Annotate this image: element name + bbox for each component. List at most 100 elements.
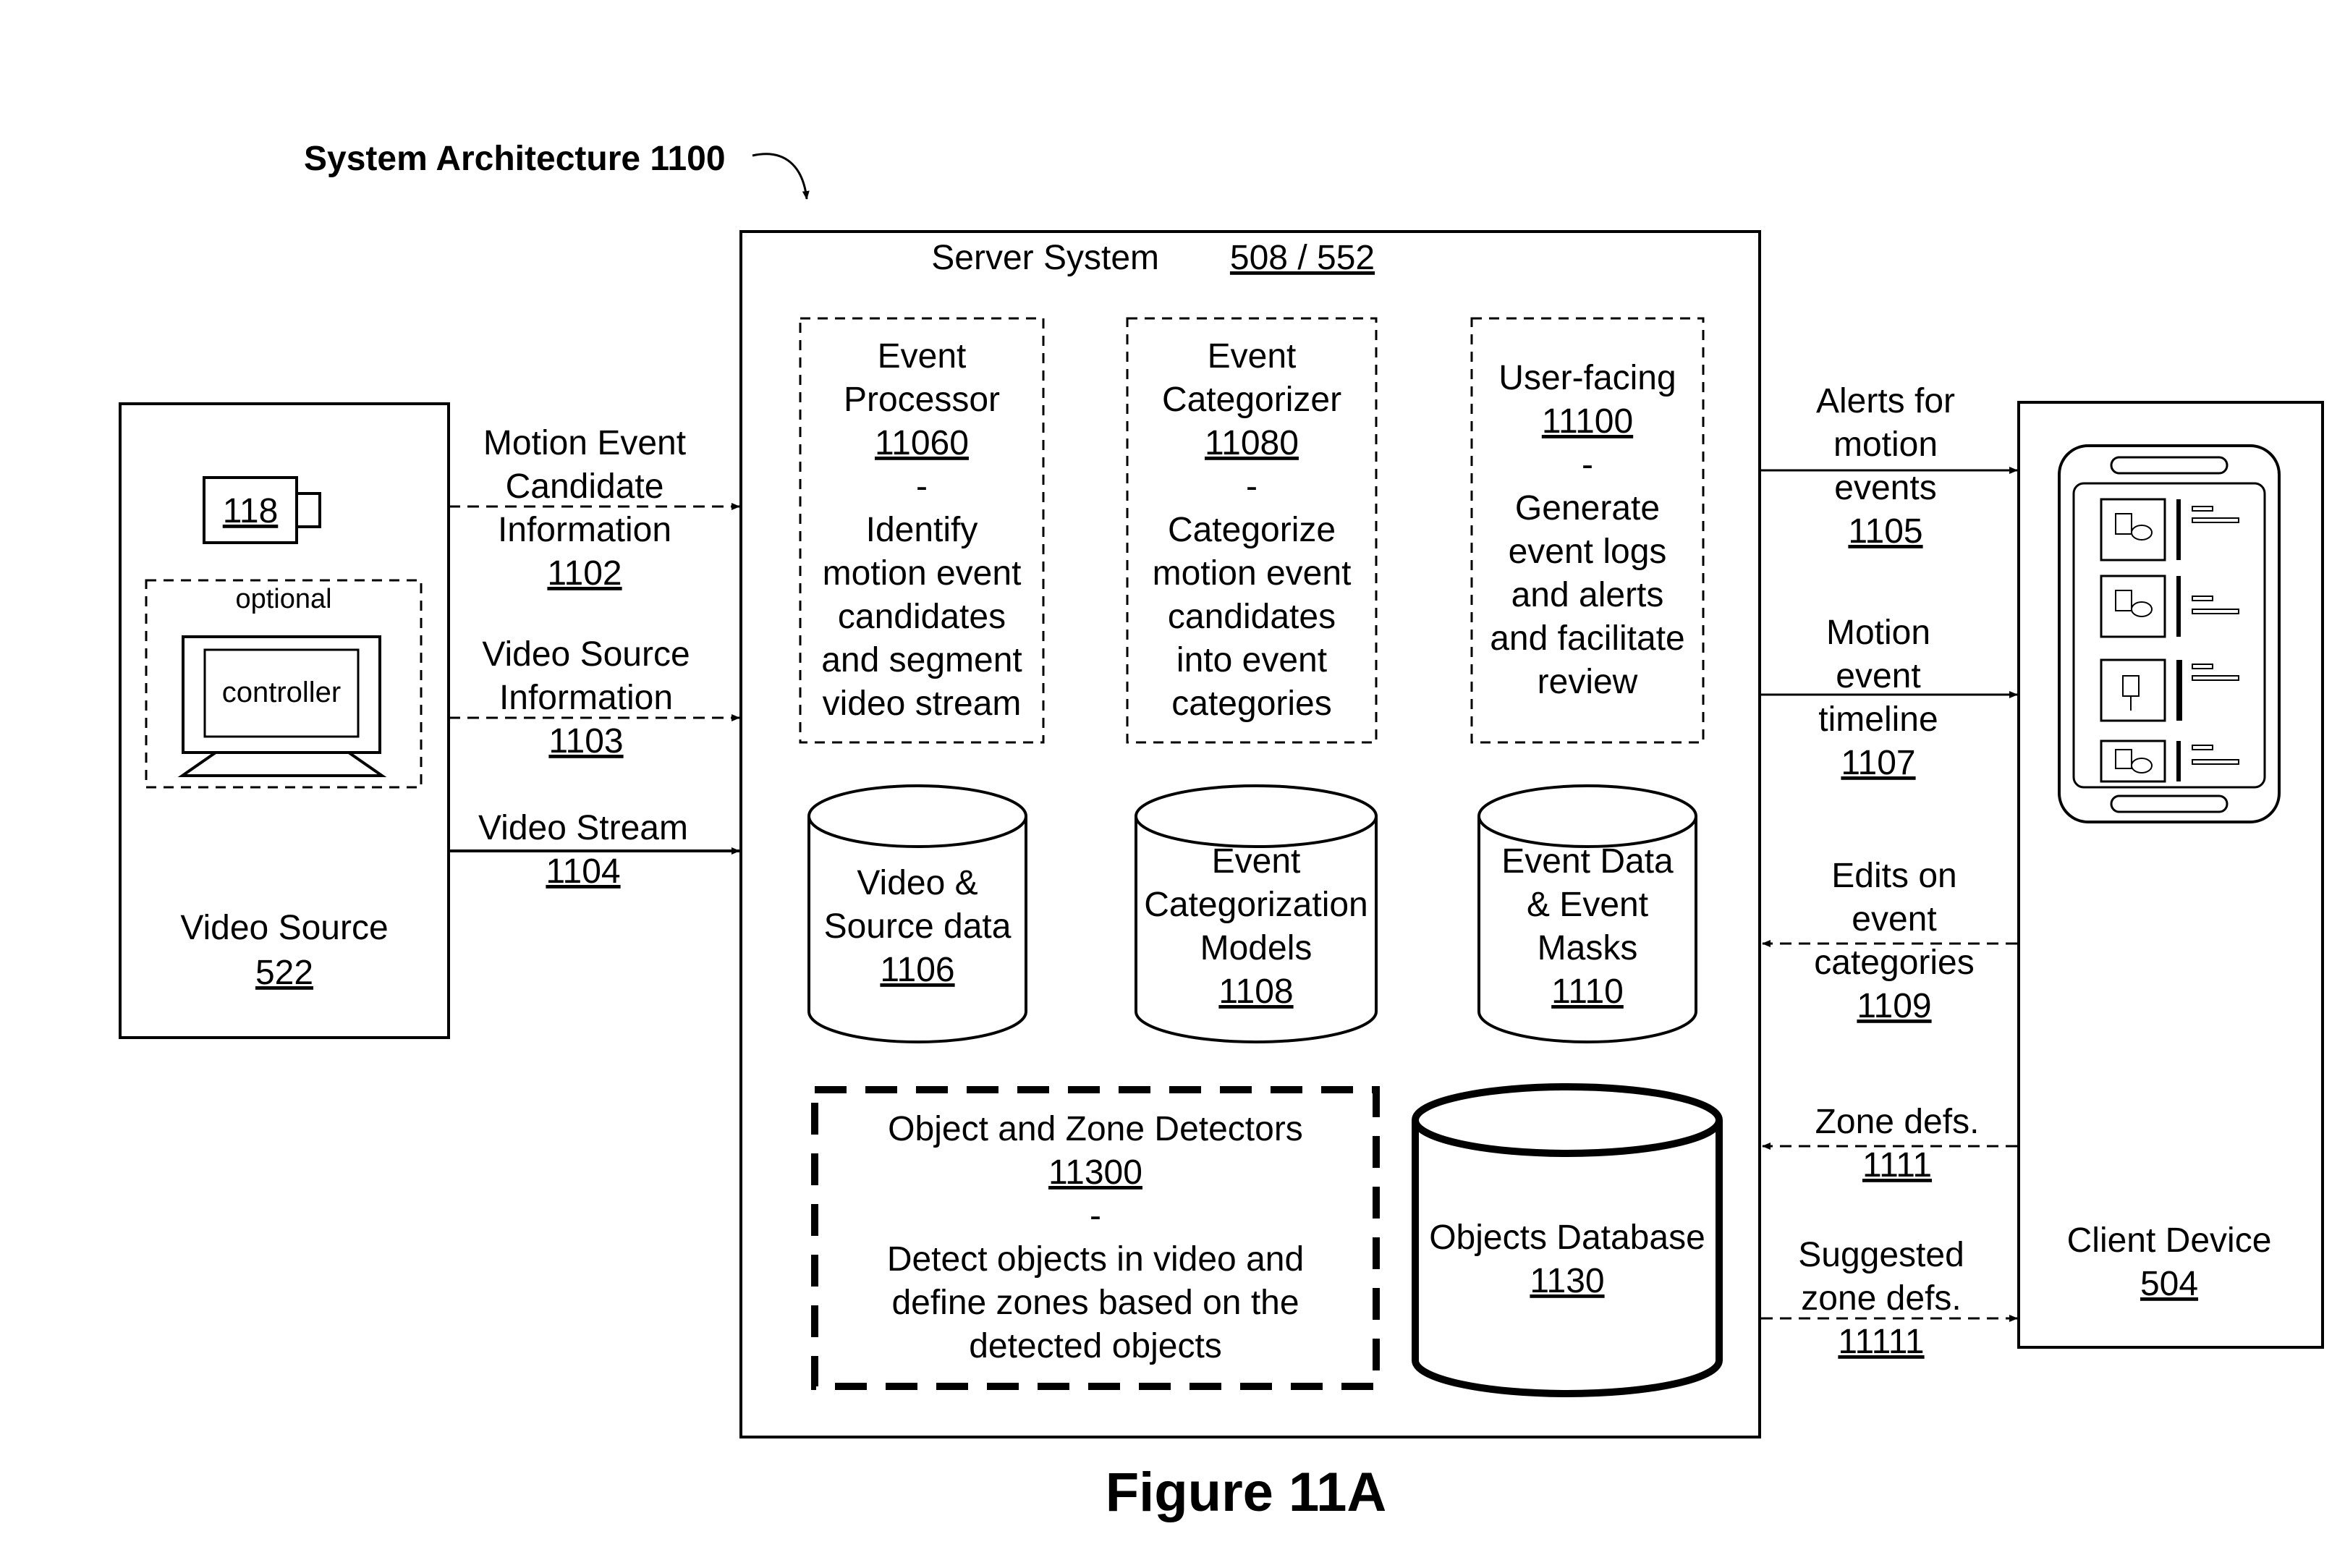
svg-text:-: - (1582, 446, 1593, 484)
svg-text:Event Data: Event Data (1501, 842, 1674, 881)
objects-database-cylinder: Objects Database 1130 (1415, 1087, 1719, 1394)
svg-text:11080: 11080 (1205, 424, 1299, 462)
camera-ref: 118 (223, 492, 279, 530)
video-source-box: 118 optional controller Video Source 522 (120, 404, 449, 1038)
svg-text:Motion Event: Motion Event (483, 424, 686, 462)
event-categorizer-box: Event Categorizer 11080 - Categorize mot… (1127, 318, 1376, 742)
svg-text:Video &: Video & (857, 864, 978, 902)
svg-text:1109: 1109 (1857, 987, 1931, 1025)
client-device-ref: 504 (2140, 1265, 2198, 1303)
svg-text:into event: into event (1176, 641, 1327, 679)
right-flow-zone-defs: Zone defs. 1111 (1763, 1103, 2017, 1185)
svg-text:1102: 1102 (547, 554, 622, 593)
title-pointer-arrow (752, 154, 807, 199)
svg-text:Suggested: Suggested (1798, 1236, 1964, 1274)
svg-text:categories: categories (1171, 685, 1331, 723)
video-source-name: Video Source (180, 909, 388, 947)
svg-text:video stream: video stream (823, 685, 1022, 723)
svg-text:candidates: candidates (838, 598, 1006, 636)
server-ref: 508 / 552 (1230, 239, 1375, 277)
client-device-box: Client Device 504 (2019, 402, 2323, 1347)
phone-bottom-bar-icon (2111, 796, 2227, 812)
svg-text:1108: 1108 (1218, 972, 1293, 1011)
svg-text:and alerts: and alerts (1511, 576, 1664, 614)
svg-text:detected objects: detected objects (969, 1327, 1222, 1365)
svg-text:Event: Event (878, 337, 967, 376)
svg-text:Motion: Motion (1826, 614, 1930, 652)
svg-text:Video Source: Video Source (482, 635, 690, 674)
svg-text:Candidate: Candidate (506, 467, 664, 506)
svg-text:1107: 1107 (1841, 744, 1915, 782)
svg-text:timeline: timeline (1818, 700, 1938, 739)
svg-text:Objects Database: Objects Database (1429, 1219, 1705, 1257)
svg-text:Source data: Source data (824, 907, 1012, 946)
client-device-name: Client Device (2067, 1221, 2272, 1260)
object-zone-detectors-box: Object and Zone Detectors 11300 - Detect… (815, 1090, 1376, 1386)
svg-text:11060: 11060 (875, 424, 969, 462)
svg-text:11111: 11111 (1838, 1323, 1924, 1361)
event-categorization-models-cylinder: Event Categorization Models 1108 (1136, 786, 1376, 1042)
svg-text:-: - (1090, 1197, 1101, 1235)
svg-text:motion event: motion event (1153, 554, 1352, 593)
svg-text:event: event (1852, 900, 1936, 938)
svg-text:1105: 1105 (1848, 512, 1922, 551)
svg-text:event logs: event logs (1509, 533, 1667, 571)
svg-text:User-facing: User-facing (1498, 359, 1676, 397)
svg-text:1103: 1103 (548, 722, 623, 760)
svg-text:Object and Zone Detectors: Object and Zone Detectors (888, 1110, 1303, 1148)
svg-text:Identify: Identify (866, 511, 978, 549)
svg-text:event: event (1836, 657, 1920, 695)
svg-text:motion: motion (1833, 425, 1938, 464)
svg-text:Processor: Processor (844, 381, 1000, 419)
svg-text:-: - (916, 467, 928, 506)
svg-text:Event: Event (1208, 337, 1297, 376)
svg-text:Event: Event (1212, 842, 1301, 881)
phone-timeline-row-1 (2101, 499, 2239, 560)
system-architecture-title: System Architecture 1100 (304, 140, 726, 178)
left-flow-motion-event: Motion Event Candidate Information 1102 (449, 424, 739, 593)
server-title: Server System (931, 239, 1159, 277)
left-flow-video-source-info: Video Source Information 1103 (449, 635, 739, 760)
svg-text:events: events (1834, 469, 1936, 507)
svg-text:zone defs.: zone defs. (1801, 1279, 1961, 1318)
svg-text:Alerts for: Alerts for (1816, 382, 1955, 420)
svg-text:Categorization: Categorization (1144, 886, 1368, 924)
right-flow-timeline: Motion event timeline 1107 (1761, 614, 2017, 782)
svg-text:1106: 1106 (880, 951, 954, 989)
phone-timeline-row-2 (2101, 576, 2239, 637)
figure-caption: Figure 11A (1106, 1462, 1387, 1523)
svg-text:review: review (1538, 663, 1638, 701)
svg-text:Categorize: Categorize (1168, 511, 1336, 549)
svg-text:Video Stream: Video Stream (478, 809, 688, 847)
phone-top-bar-icon (2111, 457, 2227, 473)
svg-text:Generate: Generate (1515, 489, 1660, 527)
svg-text:Categorizer: Categorizer (1162, 381, 1341, 419)
svg-text:1111: 1111 (1862, 1146, 1932, 1185)
svg-text:11300: 11300 (1048, 1153, 1142, 1192)
video-source-data-cylinder: Video & Source data 1106 (809, 786, 1026, 1042)
svg-text:and segment: and segment (821, 641, 1022, 679)
svg-text:1104: 1104 (546, 852, 620, 891)
svg-text:categories: categories (1814, 944, 1974, 982)
video-source-ref: 522 (255, 954, 313, 992)
controller-label: controller (222, 677, 342, 708)
svg-text:& Event: & Event (1527, 886, 1648, 924)
right-flow-suggested-zone-defs: Suggested zone defs. 11111 (1761, 1236, 2017, 1361)
svg-text:define zones based on the: define zones based on the (891, 1284, 1299, 1322)
event-processor-box: Event Processor 11060 - Identify motion … (800, 318, 1043, 742)
right-flow-edits: Edits on event categories 1109 (1763, 857, 2017, 1025)
svg-text:candidates: candidates (1168, 598, 1336, 636)
svg-text:-: - (1246, 467, 1258, 506)
svg-text:Zone defs.: Zone defs. (1815, 1103, 1980, 1141)
phone-timeline-row-3 (2101, 660, 2239, 721)
svg-text:Information: Information (499, 679, 673, 717)
optional-label: optional (235, 584, 331, 614)
svg-text:and facilitate: and facilitate (1490, 619, 1685, 658)
svg-text:Edits on: Edits on (1831, 857, 1956, 895)
svg-text:1110: 1110 (1551, 972, 1624, 1011)
svg-text:Models: Models (1200, 929, 1313, 967)
svg-text:Information: Information (498, 511, 671, 549)
svg-text:1130: 1130 (1530, 1262, 1604, 1300)
svg-text:Masks: Masks (1538, 929, 1638, 967)
